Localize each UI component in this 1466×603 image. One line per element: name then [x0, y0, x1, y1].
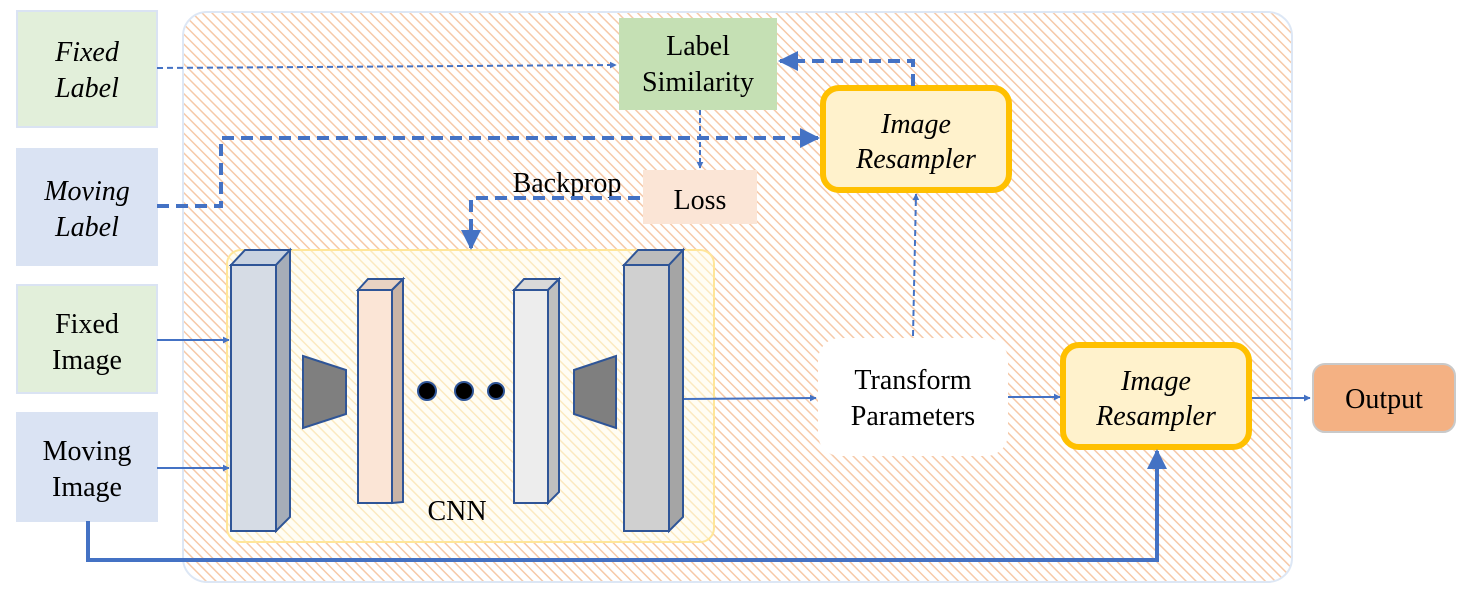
resampler-bottom-text-1: Image — [1120, 366, 1191, 397]
ellipsis-dot — [417, 381, 437, 401]
fixed-image-text-1: Fixed — [55, 309, 119, 340]
cnn-layer-decoder — [511, 276, 562, 506]
fixed-label-text-1: Fixed — [54, 37, 120, 68]
ellipsis-dot — [454, 381, 474, 401]
transform-parameters-text-2: Parameters — [851, 401, 975, 432]
label-similarity-box: Label Similarity — [619, 18, 777, 110]
cnn-layer-encoder — [355, 276, 406, 505]
label-similarity-text-2: Similarity — [642, 67, 754, 98]
arrow-moving-label-to-resampler — [157, 128, 820, 208]
upsample-trapezoid — [573, 354, 617, 430]
fixed-image-text-2: Image — [52, 345, 122, 376]
backprop-label: Backprop — [513, 168, 622, 199]
resampler-top-text-1: Image — [880, 109, 951, 140]
moving-image-text-1: Moving — [43, 436, 132, 467]
arrow-transform-to-resampler-top — [912, 193, 920, 337]
arrow-moving-image-to-resampler — [86, 449, 1167, 562]
fixed-label-text-2: Label — [54, 73, 119, 104]
image-resampler-bottom: Image Resampler — [1060, 342, 1252, 450]
image-resampler-top: Image Resampler — [820, 85, 1012, 193]
loss-text: Loss — [674, 185, 727, 216]
cnn-label: CNN — [427, 496, 486, 527]
output-box: Output — [1312, 363, 1456, 433]
downsample-trapezoid — [302, 354, 347, 430]
cnn-layer-input — [228, 247, 293, 534]
label-similarity-text-1: Label — [666, 31, 730, 62]
transform-parameters-text-1: Transform — [854, 365, 971, 396]
arrow-fixed-label-to-similarity — [156, 61, 617, 69]
moving-label-text-1: Moving — [43, 176, 130, 207]
output-text: Output — [1345, 384, 1423, 415]
arrow-cnn-to-transform — [683, 394, 817, 402]
fixed-label-box: Fixed Label — [16, 10, 158, 128]
loss-box: Loss — [643, 170, 757, 224]
ellipsis-dot — [487, 382, 505, 400]
resampler-bottom-text-2: Resampler — [1095, 401, 1216, 432]
moving-image-text-2: Image — [52, 472, 122, 503]
transform-parameters-box: Transform Parameters — [818, 338, 1008, 456]
resampler-top-text-2: Resampler — [855, 144, 976, 175]
fixed-image-box: Fixed Image — [16, 284, 158, 394]
moving-image-box: Moving Image — [16, 412, 158, 522]
moving-label-box: Moving Label — [16, 148, 158, 266]
cnn-layer-output — [621, 247, 686, 534]
moving-label-text-2: Label — [54, 212, 119, 243]
arrow-resampler-to-similarity — [778, 51, 915, 86]
